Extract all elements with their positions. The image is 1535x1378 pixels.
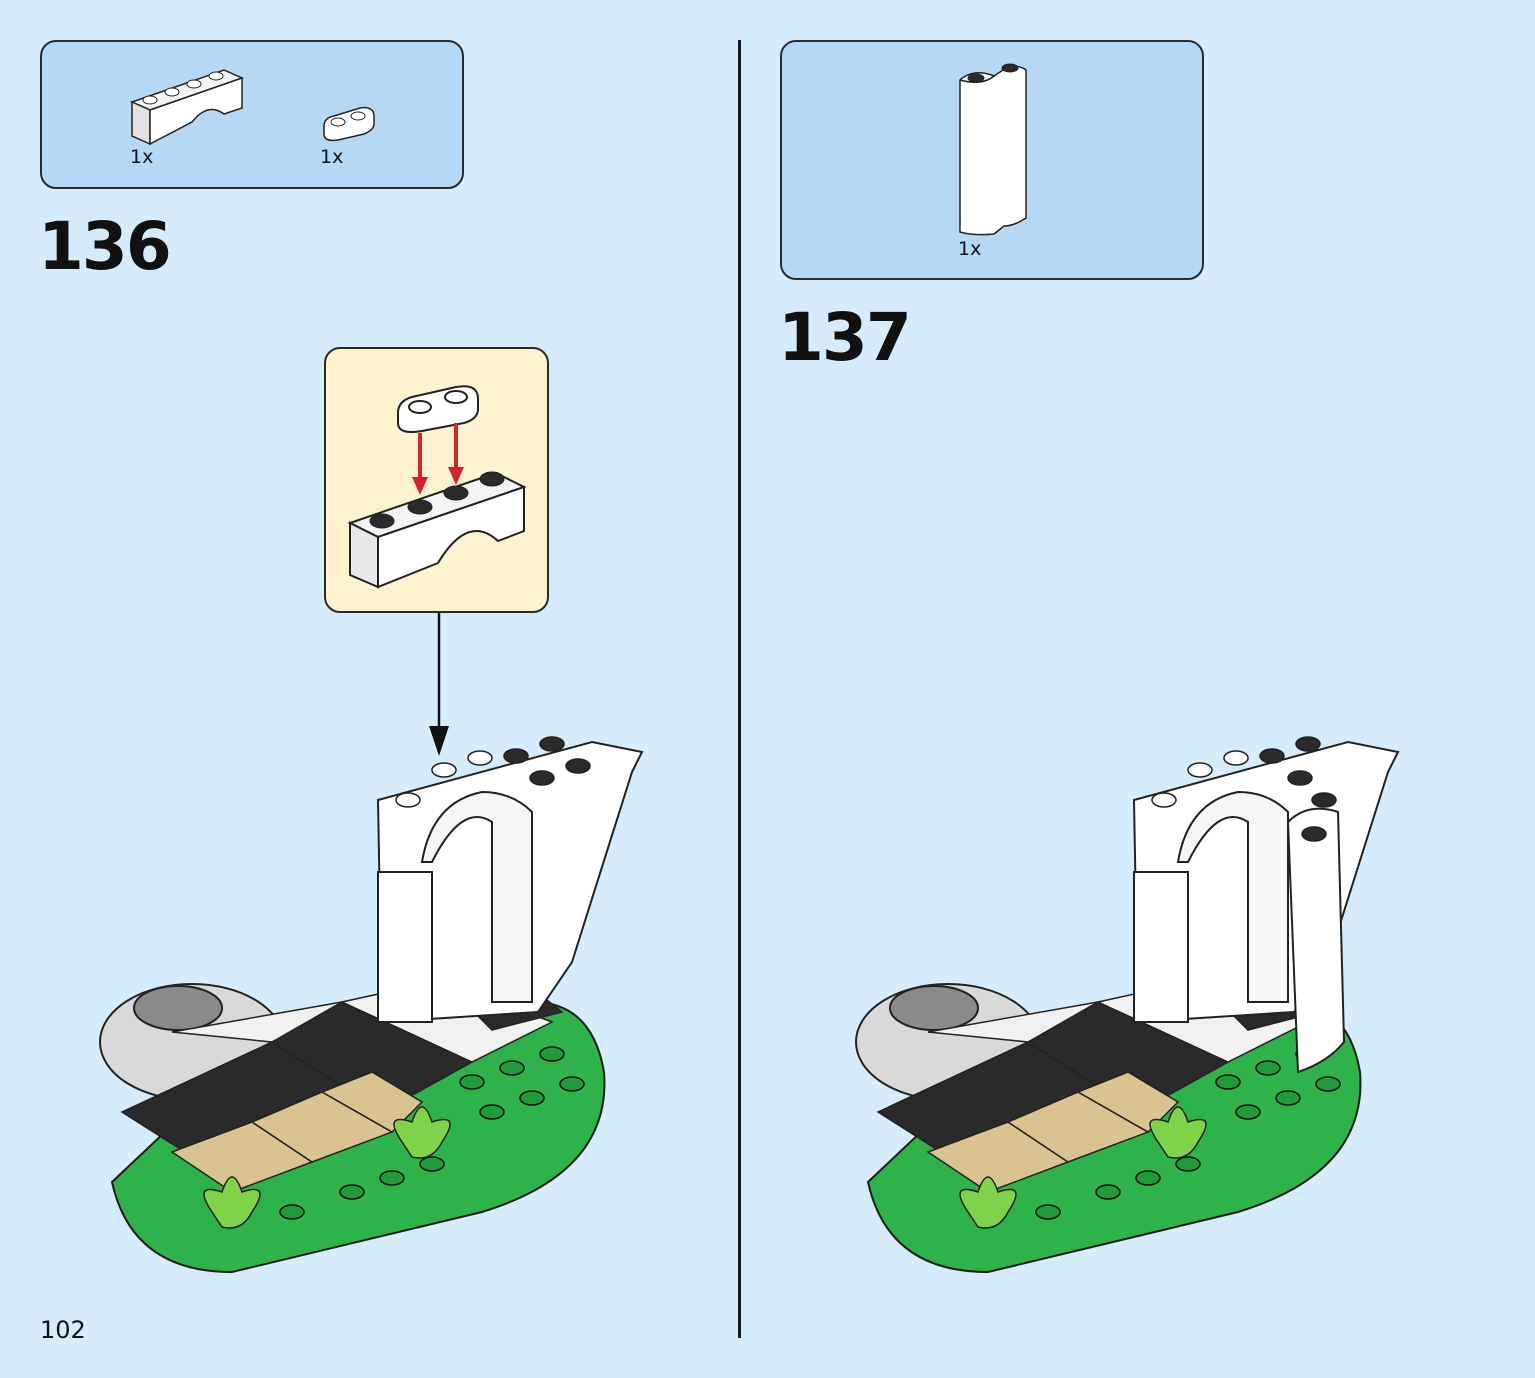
white-arch-brick-icon	[129, 69, 245, 146]
model-step-137	[855, 736, 1400, 1274]
parts-list-step-136: 1x 1x	[40, 40, 464, 189]
step-number: 136	[38, 208, 172, 285]
callout-arrow	[429, 612, 449, 756]
part-qty: 1x	[320, 146, 344, 168]
step-number: 137	[778, 299, 912, 376]
model-step-136	[99, 736, 644, 1274]
white-curved-panel-icon	[959, 63, 1027, 236]
part-qty: 1x	[958, 238, 982, 260]
callout-subassembly	[324, 347, 549, 613]
subassembly-illustration	[347, 385, 527, 589]
page-number: 102	[40, 1316, 86, 1344]
page-divider	[738, 40, 741, 1338]
white-plate-1x2-rounded-icon	[323, 106, 375, 142]
parts-list-step-137: 1x	[780, 40, 1204, 280]
part-qty: 1x	[130, 146, 154, 168]
